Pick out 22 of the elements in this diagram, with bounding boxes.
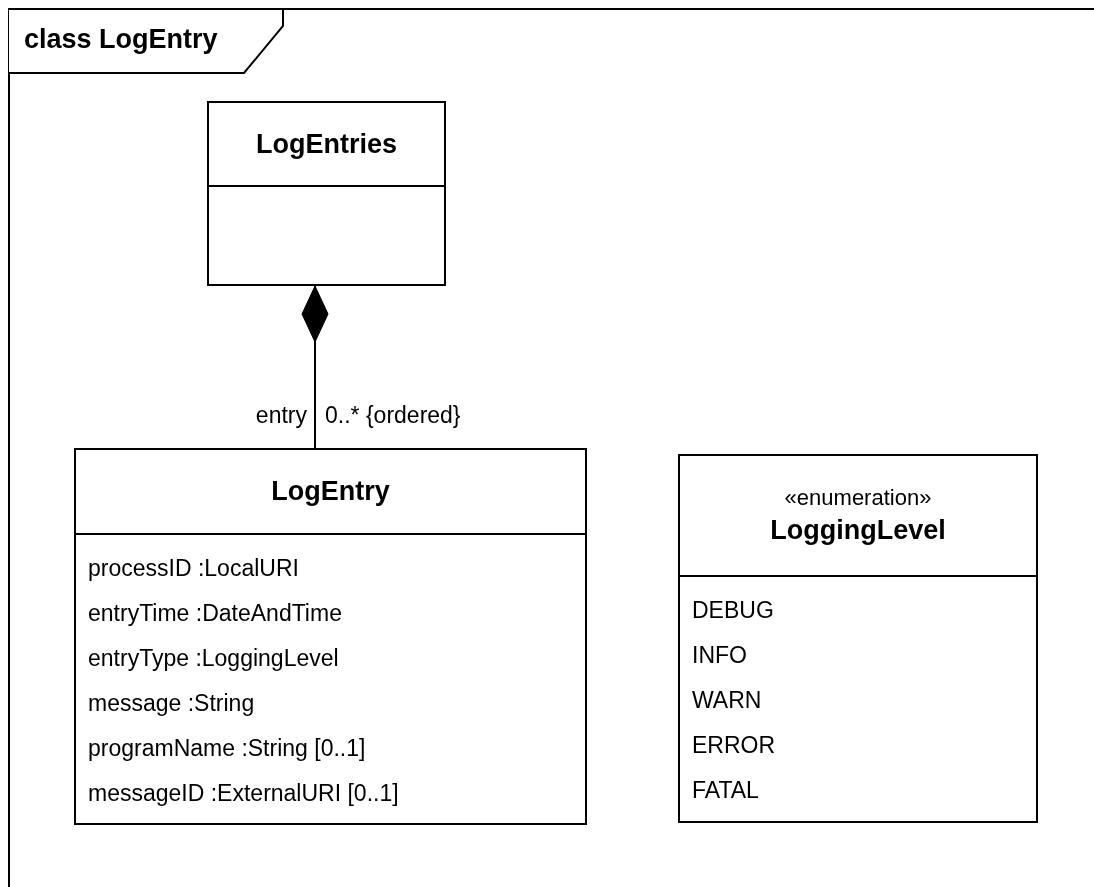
- attribute-text: entryTime :DateAndTime: [88, 599, 342, 628]
- attribute-text: entryType :LoggingLevel: [88, 644, 339, 673]
- class-name: LoggingLevel: [770, 515, 946, 546]
- attribute-text: message :String: [88, 689, 255, 718]
- class-box: [207, 101, 446, 286]
- attribute-text: messageID :ExternalURI [0..1]: [88, 779, 399, 808]
- enum-literal: ERROR: [692, 731, 776, 760]
- attribute-text: programName :String [0..1]: [88, 734, 366, 763]
- enum-literal: FATAL: [692, 776, 759, 805]
- class-name: LogEntry: [271, 476, 390, 507]
- enum-literal: INFO: [692, 641, 747, 670]
- class-name: LogEntries: [256, 128, 397, 160]
- attribute-text: processID :LocalURI: [88, 554, 299, 583]
- class-box: [74, 448, 587, 825]
- enum-literal: DEBUG: [692, 596, 774, 625]
- multiplicity-label: 0..* {ordered}: [325, 402, 461, 429]
- class-box: [678, 454, 1038, 823]
- composition-line: [301, 285, 329, 449]
- frame-title: class LogEntry: [24, 24, 218, 55]
- enum-literal: WARN: [692, 686, 762, 715]
- diagram-frame: [8, 8, 1094, 887]
- stereotype-text: «enumeration»: [784, 485, 932, 511]
